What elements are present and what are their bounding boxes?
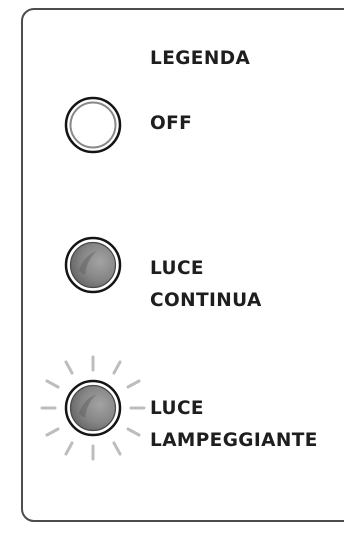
led-continuous-icon [64, 236, 122, 294]
legend-title: LEGENDA [150, 48, 251, 69]
label-off-line-1: OFF [150, 113, 193, 134]
legend-frame [21, 8, 344, 522]
label-continuous-line-1: LUCE [150, 258, 204, 279]
led-blinking-icon [40, 355, 146, 461]
blink-rays [40, 355, 146, 461]
label-blinking: LUCE LAMPEGGIANTE [150, 393, 318, 457]
label-blinking-line-2: LAMPEGGIANTE [150, 430, 318, 451]
label-off: OFF [150, 108, 192, 140]
label-continuous: LUCE CONTINUA [150, 253, 262, 317]
label-blinking-line-1: LUCE [150, 398, 204, 419]
led-off-icon [64, 96, 122, 154]
label-continuous-line-2: CONTINUA [150, 290, 262, 311]
